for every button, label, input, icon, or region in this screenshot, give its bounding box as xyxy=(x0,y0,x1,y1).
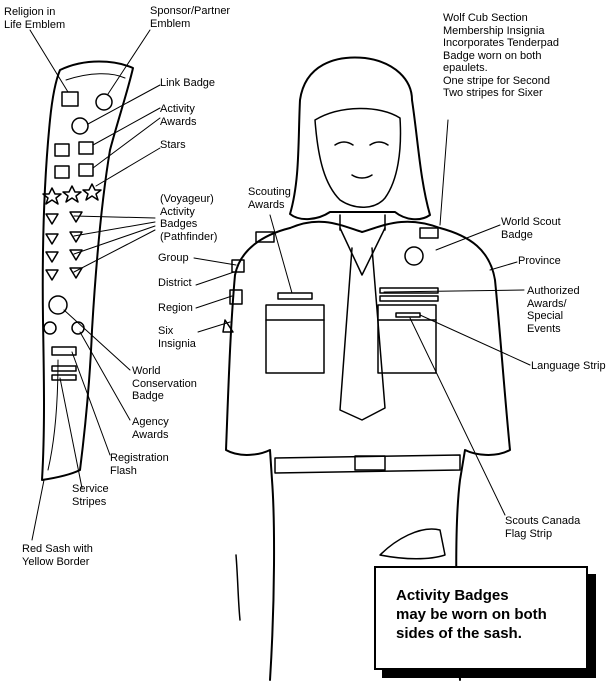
label-scouting-awards: Scouting Awards xyxy=(248,186,291,211)
shirt xyxy=(222,220,511,681)
label-religion: Religion in Life Emblem xyxy=(4,6,66,31)
label-activity-awards: Activity Awards xyxy=(160,103,197,128)
label-language-strip: Language Strip xyxy=(531,360,606,372)
label-activity-badges: (Voyageur) Activity Badges (Pathfinder) xyxy=(160,193,218,243)
label-wolf-cub: Wolf Cub Section Membership Insignia Inc… xyxy=(443,12,559,99)
note-text: Activity Badges may be worn on both side… xyxy=(396,587,547,642)
label-region: Region xyxy=(158,302,193,314)
sponsor-emblem xyxy=(95,93,113,111)
label-agency-awards: Agency Awards xyxy=(132,416,169,441)
label-authorized-awards: Authorized Awards/ Special Events xyxy=(527,285,580,335)
label-group: Group xyxy=(158,252,189,264)
label-province: Province xyxy=(518,255,561,267)
link-badge xyxy=(71,117,89,135)
label-red-sash: Red Sash with Yellow Border xyxy=(22,543,93,568)
label-service-stripes: Service Stripes xyxy=(72,483,109,508)
label-district: District xyxy=(158,277,192,289)
sash xyxy=(41,60,134,481)
activity-badges-note: Activity Badges may be worn on both side… xyxy=(374,566,588,670)
label-six-insignia: Six Insignia xyxy=(158,325,196,350)
label-sponsor: Sponsor/Partner Emblem xyxy=(150,5,231,30)
label-stars: Stars xyxy=(160,139,186,151)
label-world-scout: World Scout Badge xyxy=(501,216,561,241)
label-world-conservation: World Conservation Badge xyxy=(132,365,197,402)
label-link-badge: Link Badge xyxy=(160,77,216,89)
religion-emblem xyxy=(61,91,79,107)
label-flag-strip: Scouts Canada Flag Strip xyxy=(505,515,581,540)
stars xyxy=(42,183,102,205)
head xyxy=(289,56,431,231)
label-registration-flash: Registration Flash xyxy=(110,452,169,477)
activity-badges xyxy=(45,211,83,281)
world-conservation-badge xyxy=(48,295,68,315)
